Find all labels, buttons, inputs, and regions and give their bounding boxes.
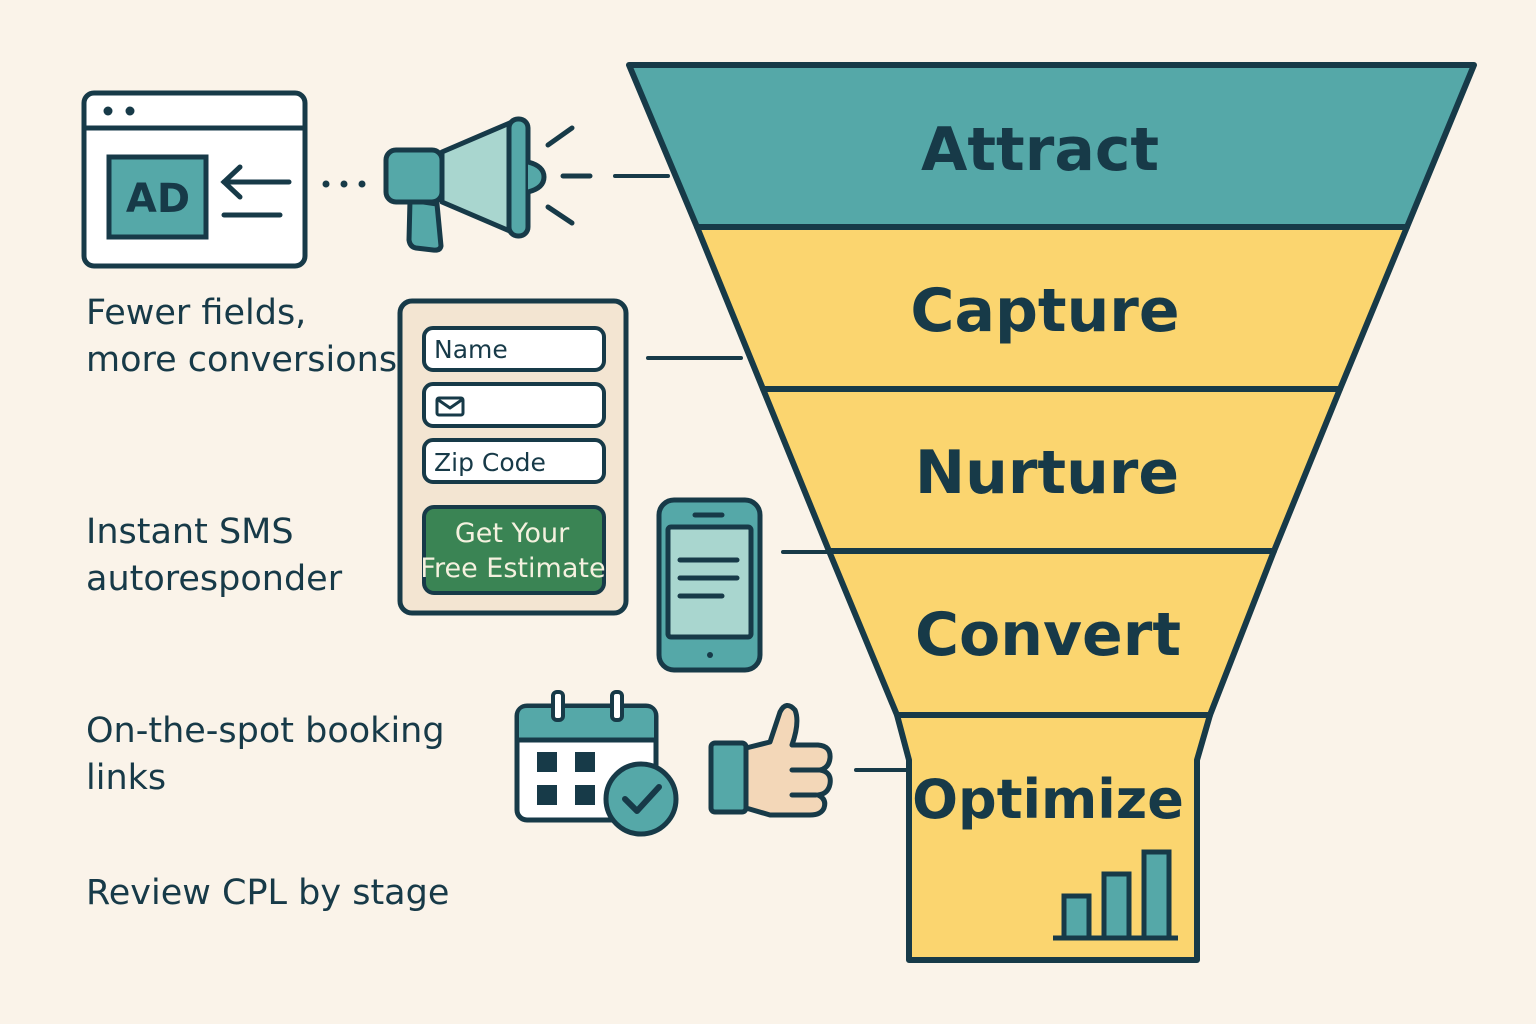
connectors bbox=[613, 174, 911, 772]
dots-icon bbox=[322, 180, 366, 188]
submit-button-line2: Free Estimate bbox=[420, 553, 605, 584]
megaphone-icon bbox=[383, 116, 593, 253]
note-nurture: Instant SMS autoresponder bbox=[86, 512, 343, 599]
bar-chart-icon bbox=[1053, 849, 1178, 941]
zip-code-placeholder: Zip Code bbox=[434, 448, 546, 477]
stage-label-capture: Capture bbox=[910, 276, 1179, 346]
funnel bbox=[626, 62, 1477, 963]
funnel-stage-optimize bbox=[894, 712, 1213, 963]
stage-label-attract: Attract bbox=[921, 115, 1159, 185]
zip-code-field[interactable]: Zip Code bbox=[422, 438, 606, 484]
note-convert: On-the-spot booking links bbox=[86, 711, 445, 798]
envelope-icon bbox=[435, 396, 465, 417]
browser-ad-icon: AD bbox=[81, 90, 308, 269]
note-capture: Fewer fields, more conversions bbox=[86, 293, 398, 380]
calendar-check-icon bbox=[514, 690, 679, 837]
stage-label-convert: Convert bbox=[915, 600, 1181, 670]
name-field[interactable]: Name bbox=[422, 326, 606, 372]
phone-icon bbox=[656, 497, 763, 673]
email-field[interactable] bbox=[422, 382, 606, 428]
name-field-placeholder: Name bbox=[434, 335, 508, 364]
get-free-estimate-button[interactable]: Get Your Free Estimate bbox=[420, 505, 606, 595]
stage-label-nurture: Nurture bbox=[915, 438, 1179, 508]
thumbs-up-icon bbox=[708, 703, 833, 818]
ad-badge-text: AD bbox=[126, 176, 190, 222]
submit-button-line1: Get Your bbox=[455, 518, 570, 549]
note-optimize: Review CPL by stage bbox=[86, 873, 450, 913]
stage-label-optimize: Optimize bbox=[912, 768, 1184, 831]
